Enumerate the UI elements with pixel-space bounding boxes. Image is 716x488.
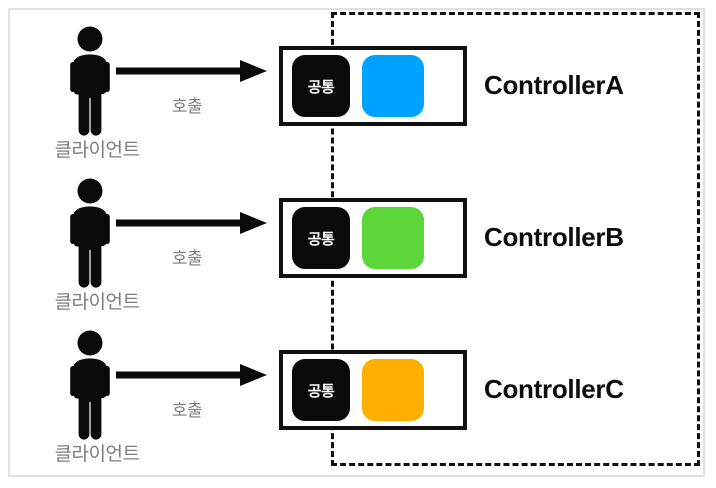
diagram-row: 클라이언트 호출 공통 ControllerB [0, 172, 716, 324]
common-badge: 공통 [292, 55, 350, 117]
controller-name: ControllerB [484, 222, 624, 252]
arrow-label: 호출 [171, 249, 203, 268]
person-icon [58, 26, 122, 136]
arrow-right-icon [116, 364, 267, 386]
client-label: 클라이언트 [54, 140, 140, 161]
chip-green [362, 207, 424, 269]
controller-card[interactable]: 공통 [279, 198, 467, 278]
arrow-label: 호출 [171, 401, 203, 420]
common-badge: 공통 [292, 207, 350, 269]
diagram-row: 클라이언트 호출 공통 ControllerC [0, 324, 716, 476]
client-group: 클라이언트 [36, 324, 156, 476]
controller-card[interactable]: 공통 [279, 350, 467, 430]
client-label: 클라이언트 [54, 444, 140, 465]
controller-name: ControllerC [484, 374, 624, 404]
call-arrow-group: 호출 [112, 58, 282, 128]
controller-name: ControllerA [484, 70, 624, 100]
arrow-right-icon [116, 60, 267, 82]
chip-blue [362, 55, 424, 117]
chip-orange [362, 359, 424, 421]
call-arrow-group: 호출 [112, 210, 282, 280]
arrow-label: 호출 [171, 97, 203, 116]
controller-card[interactable]: 공통 [279, 46, 467, 126]
client-label: 클라이언트 [54, 292, 140, 313]
common-badge: 공통 [292, 359, 350, 421]
diagram-row: 클라이언트 호출 공통 ControllerA [0, 20, 716, 172]
call-arrow-group: 호출 [112, 362, 282, 432]
person-icon [58, 178, 122, 288]
arrow-right-icon [116, 212, 267, 234]
client-group: 클라이언트 [36, 172, 156, 324]
person-icon [58, 330, 122, 440]
client-group: 클라이언트 [36, 20, 156, 172]
